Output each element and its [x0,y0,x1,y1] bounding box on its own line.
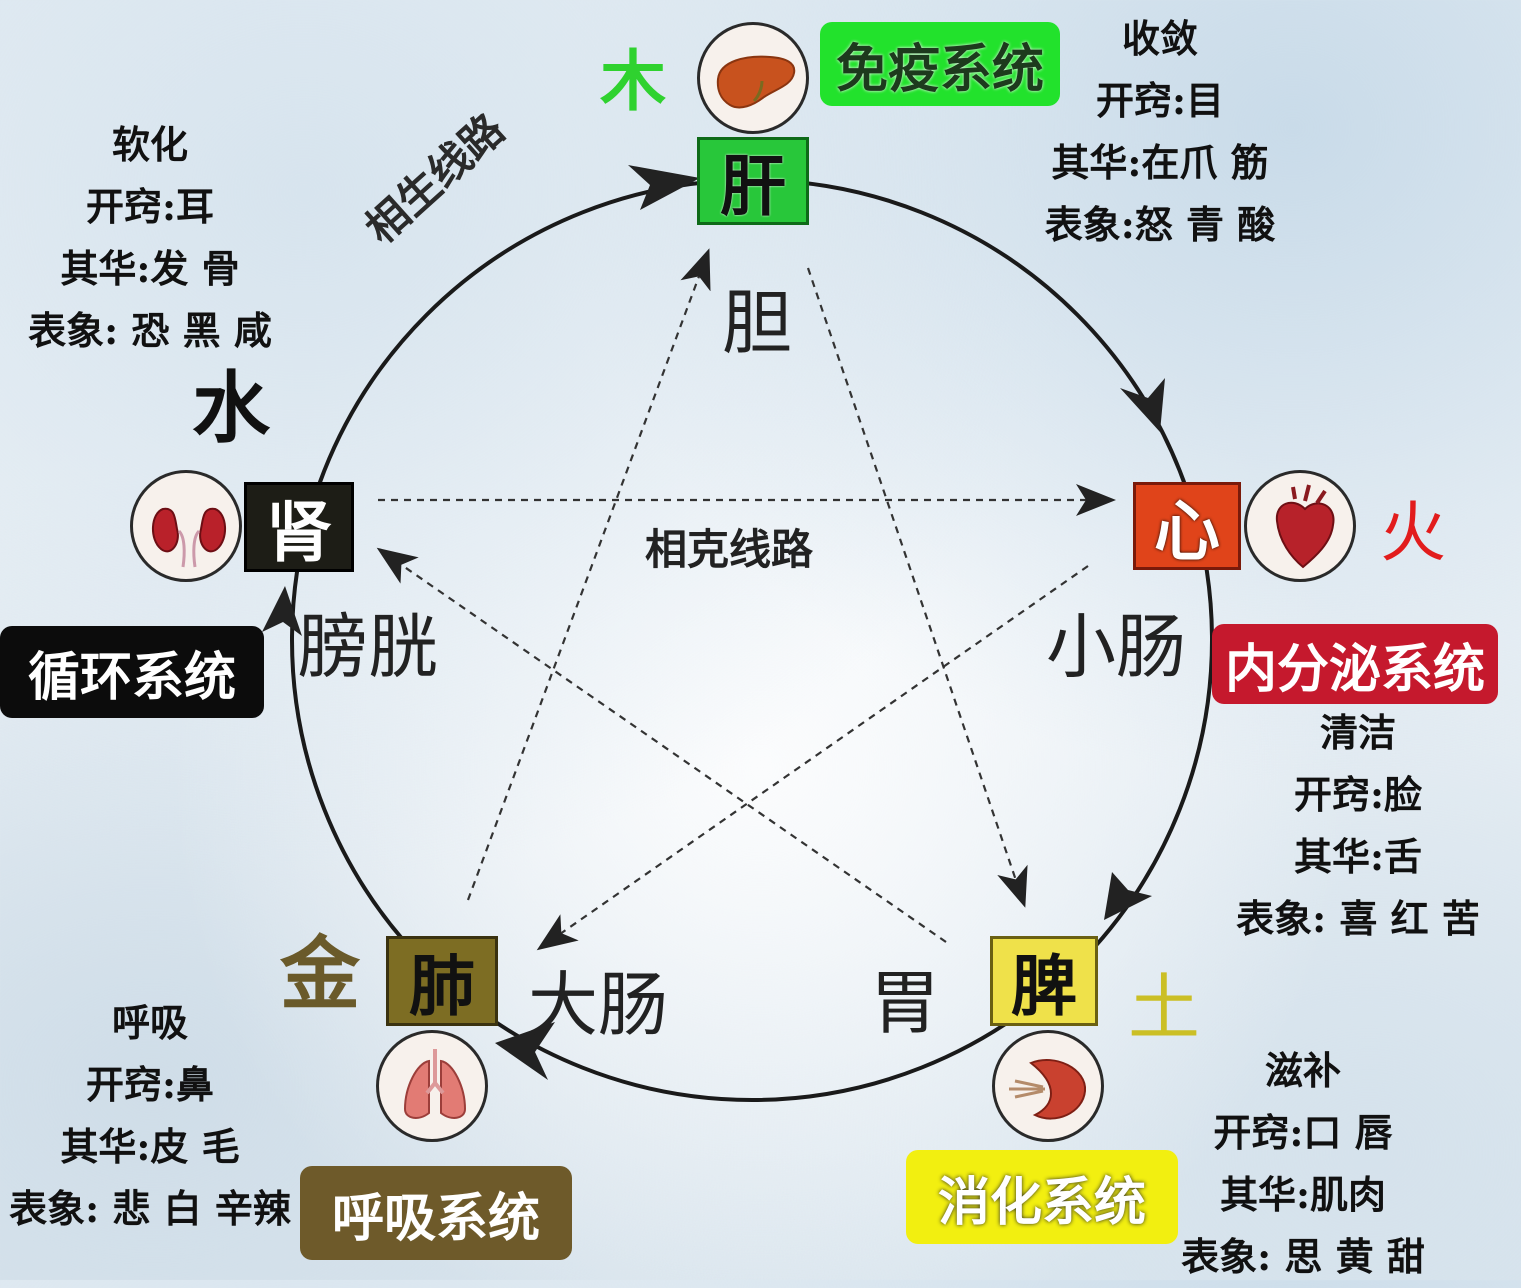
organ-box-kidneys: 肾 [244,482,354,572]
fire-info-line: 表象: 喜 红 苦 [1236,896,1480,941]
organ-label-liver: 肝 [720,147,786,225]
endocrine-system-label: 内分泌系统 [1224,639,1485,700]
metal-info-line: 呼吸 [111,1000,188,1045]
wood-info-line: 表象:怒 青 酸 [1044,202,1276,247]
metal-info-line: 表象: 悲 白 辛辣 [9,1186,291,1231]
digestive-system-label: 消化系统 [937,1172,1146,1233]
metal-info-line: 其华:皮 毛 [60,1124,240,1169]
element-metal-label: 金 [280,927,360,1021]
earth-info-line: 表象: 思 黄 甜 [1181,1234,1425,1279]
earth-info-line: 开窍:口 唇 [1213,1110,1393,1155]
ke-line-fire-metal [536,565,1089,951]
organ-label-heart: 心 [1154,492,1220,570]
organ-box-liver: 肝 [697,137,809,225]
ke-line-earth-water [376,547,947,943]
element-water-label: 水 [192,363,271,454]
lungs-icon [376,1030,488,1142]
respiratory-system-badge: 呼吸系统 [300,1166,572,1260]
element-wood-label: 木 [600,42,666,120]
fire-info-line: 其华:舌 [1293,834,1423,879]
metal-info-line: 开窍:鼻 [85,1062,215,1107]
metal-info-block: 呼吸 开窍:鼻 其华:皮 毛 表象: 悲 白 辛辣 [0,992,300,1240]
wood-info-line: 开窍:目 [1095,78,1225,123]
heart-icon [1244,470,1356,582]
circulatory-system-badge: 循环系统 [0,626,264,718]
fire-info-line: 开窍:脸 [1293,772,1423,817]
fu-stomach-label: 胃 [870,962,940,1044]
organ-box-heart: 心 [1133,482,1241,570]
wood-info-line: 其华:在爪 筋 [1051,140,1269,185]
sheng-arrow-metal-water [262,586,302,636]
fire-info-block: 清洁 开窍:脸 其华:舌 表象: 喜 红 苦 [1220,702,1496,950]
liver-icon [697,22,809,134]
organ-label-spleen: 脾 [1011,947,1077,1025]
organ-box-spleen: 脾 [990,936,1098,1026]
organ-label-lungs: 肺 [409,947,475,1025]
wood-info-block: 收敛 开窍:目 其华:在爪 筋 表象:怒 青 酸 [1030,8,1290,256]
wood-info-line: 收敛 [1121,16,1198,61]
sheng-arrow-earth-metal [495,1022,555,1080]
water-info-line: 表象: 恐 黑 咸 [28,308,272,353]
spleen-icon [992,1030,1104,1142]
sheng-arrow-water-wood [628,165,700,210]
element-earth-label: 土 [1128,966,1201,1050]
fu-small-intestine-label: 小肠 [1046,606,1186,688]
earth-info-line: 其华:肌肉 [1219,1172,1387,1217]
ke-line-wood-earth [806,267,1028,908]
water-info-line: 开窍:耳 [85,184,215,229]
water-info-line: 软化 [111,122,188,167]
water-info-line: 其华:发 骨 [60,246,240,291]
endocrine-system-badge: 内分泌系统 [1212,624,1498,704]
fu-bladder-label: 膀胱 [298,606,438,688]
circulatory-system-label: 循环系统 [27,647,236,708]
fu-large-intestine-label: 大肠 [528,964,668,1046]
immune-system-label: 免疫系统 [835,39,1044,100]
fire-info-line: 清洁 [1319,710,1396,755]
digestive-system-badge: 消化系统 [906,1150,1178,1244]
kidneys-icon [130,470,242,582]
earth-info-block: 滋补 开窍:口 唇 其华:肌肉 表象: 思 黄 甜 [1168,1040,1438,1288]
water-info-block: 软化 开窍:耳 其华:发 骨 表象: 恐 黑 咸 [2,114,298,362]
sheng-arrow-wood-fire [1120,378,1165,432]
sheng-arrow-fire-earth [1104,872,1152,920]
earth-info-line: 滋补 [1264,1048,1341,1093]
organ-box-lungs: 肺 [386,936,498,1026]
organ-label-kidneys: 肾 [266,493,332,571]
respiratory-system-label: 呼吸系统 [331,1188,540,1249]
ke-line-metal-wood [466,248,711,901]
ke-route-label: 相克线路 [645,525,814,574]
fu-gallbladder-label: 胆 [722,282,792,364]
element-fire-label: 火 [1380,494,1446,571]
immune-system-badge: 免疫系统 [820,22,1060,106]
